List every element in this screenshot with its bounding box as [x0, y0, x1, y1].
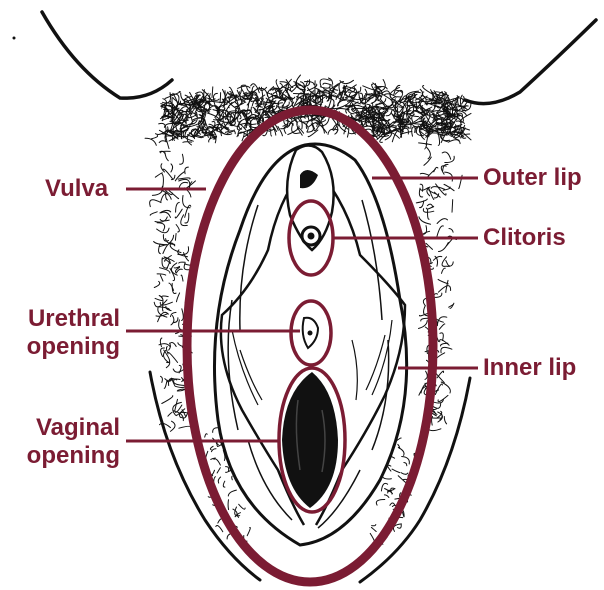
- label-vaginal-line1: Vaginal: [10, 414, 120, 442]
- label-vaginal-line2: opening: [10, 442, 120, 470]
- urethral-dot: [308, 331, 313, 336]
- clitoris-center: [308, 233, 315, 240]
- label-urethral-line1: Urethral: [10, 305, 120, 333]
- label-clitoris: Clitoris: [483, 224, 566, 252]
- speck: [13, 37, 16, 40]
- body-outline-right: [465, 20, 596, 104]
- label-inner-lip: Inner lip: [483, 354, 576, 382]
- label-outer-lip: Outer lip: [483, 164, 582, 192]
- label-urethral-opening: Urethral opening: [10, 305, 120, 361]
- label-vulva: Vulva: [45, 175, 108, 203]
- label-vaginal-opening: Vaginal opening: [10, 414, 120, 470]
- body-outline-left: [42, 12, 172, 98]
- label-urethral-line2: opening: [10, 333, 120, 361]
